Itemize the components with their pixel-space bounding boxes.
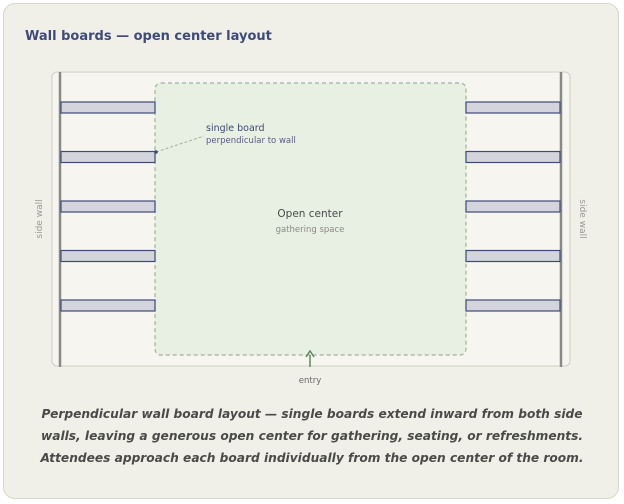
diagram-title: Wall boards — open center layout [25, 29, 272, 44]
right-wall-board-1 [465, 101, 561, 114]
left-wall-board-1 [60, 101, 156, 114]
left-wall-label: side wall [35, 199, 45, 238]
entry-label: entry [299, 376, 321, 386]
board-annotation-subtitle: perpendicular to wall [206, 136, 296, 146]
right-wall-board-4 [465, 249, 561, 263]
annotation-leader-line [155, 135, 205, 153]
open-center-area [154, 82, 467, 356]
right-wall-board-5 [465, 299, 561, 312]
entry-arrow-icon [305, 349, 315, 358]
center-subtitle: gathering space [276, 225, 345, 235]
board-annotation-title: single board [206, 123, 265, 134]
wall-boards [60, 101, 561, 312]
right-wall-label: side wall [577, 199, 587, 238]
left-wall-board-5 [60, 299, 156, 312]
left-wall-board-4 [60, 249, 156, 263]
annotation-anchor-dot [154, 150, 158, 154]
left-wall-board-2 [60, 150, 156, 164]
diagram-caption: Perpendicular wall board layout — single… [40, 407, 584, 465]
center-title: Open center [277, 208, 343, 220]
right-wall-board-3 [465, 200, 561, 213]
left-wall-board-3 [60, 200, 156, 213]
right-wall-board-2 [465, 150, 561, 164]
